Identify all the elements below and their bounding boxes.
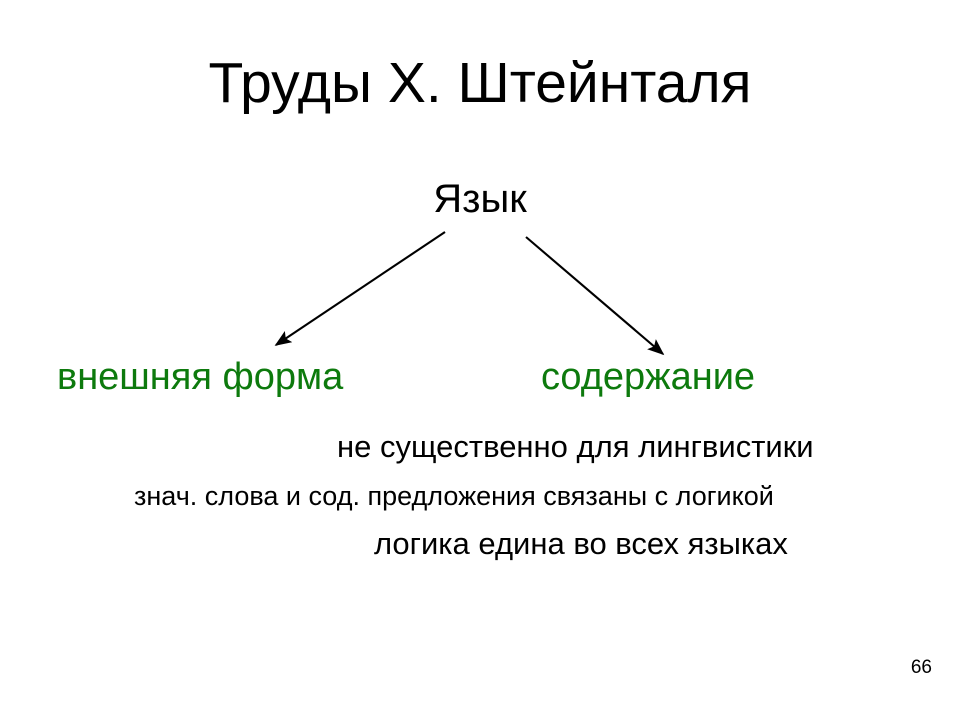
note-line-2: знач. слова и сод. предложения связаны с… (134, 481, 774, 511)
diagram-root-node: Язык (433, 177, 527, 221)
arrow-to-external-form (274, 231, 446, 346)
diagram-branch-row: внешняя форма содержание (0, 356, 960, 404)
arrow-to-content (525, 236, 665, 356)
branch-label-content: содержание (541, 356, 756, 398)
page-title: Труды Х. Штейнталя (208, 51, 752, 115)
note-line-1: не существенно для лингвистики (337, 429, 814, 464)
branch-label-external-form: внешняя форма (57, 356, 344, 398)
page-number: 66 (910, 657, 932, 678)
note-line-3: логика едина во всех языках (374, 526, 788, 561)
